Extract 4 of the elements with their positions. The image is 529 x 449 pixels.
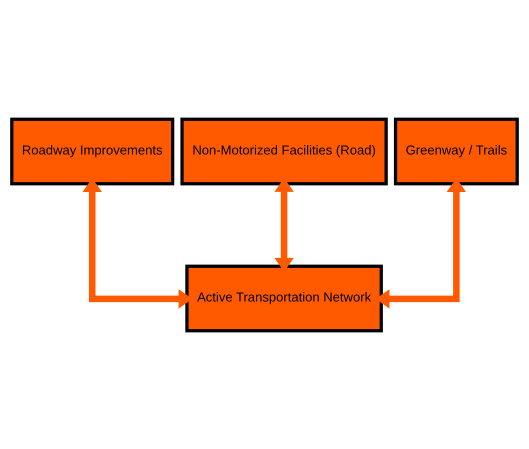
- node-box: Non-Motorized Facilities (Road): [180, 117, 388, 185]
- node-box: Active Transportation Network: [185, 264, 383, 332]
- node-box: Roadway Improvements: [10, 117, 174, 185]
- node-box: Greenway / Trails: [394, 117, 519, 185]
